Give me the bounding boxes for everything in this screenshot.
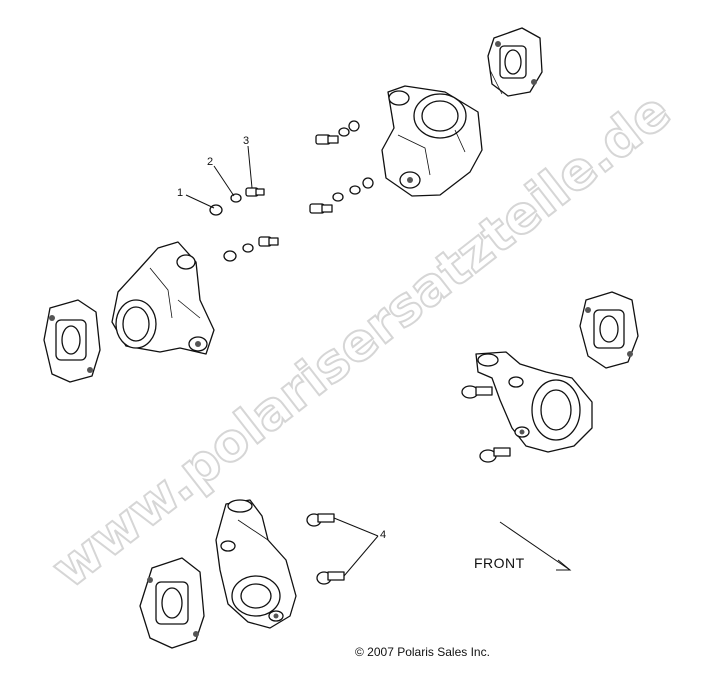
- hardware-bolt-3: [245, 187, 265, 197]
- leader-3: [247, 145, 253, 189]
- front-arrow: [499, 521, 572, 571]
- brake-caliper-top-right: [487, 27, 543, 97]
- front-label: FRONT: [474, 555, 525, 571]
- hardware-washer-2: [230, 193, 242, 203]
- brake-caliper-left: [43, 299, 101, 383]
- leader-2: [213, 165, 235, 197]
- brake-caliper-lower: [139, 557, 205, 649]
- copyright-text: © 2007 Polaris Sales Inc.: [355, 645, 490, 659]
- leader-1: [185, 194, 215, 209]
- front-knuckle-right: [475, 351, 593, 453]
- knuckle-bolts-right: [461, 385, 511, 463]
- callout-4: 4: [380, 529, 386, 541]
- callout-3: 3: [243, 135, 249, 147]
- rear-hub-carrier-top: [381, 85, 483, 197]
- front-knuckle-lower: [215, 499, 297, 629]
- hardware-bolts-lower: [223, 236, 279, 262]
- callout-1: 1: [177, 187, 183, 199]
- rear-hub-carrier-left: [111, 241, 215, 355]
- brake-caliper-right: [579, 291, 639, 369]
- knuckle-bolts-lower: [306, 513, 345, 585]
- leader-4b: [343, 535, 379, 577]
- callout-2: 2: [207, 156, 213, 168]
- hardware-bolts-upper: [309, 120, 374, 214]
- leader-4a: [333, 517, 379, 537]
